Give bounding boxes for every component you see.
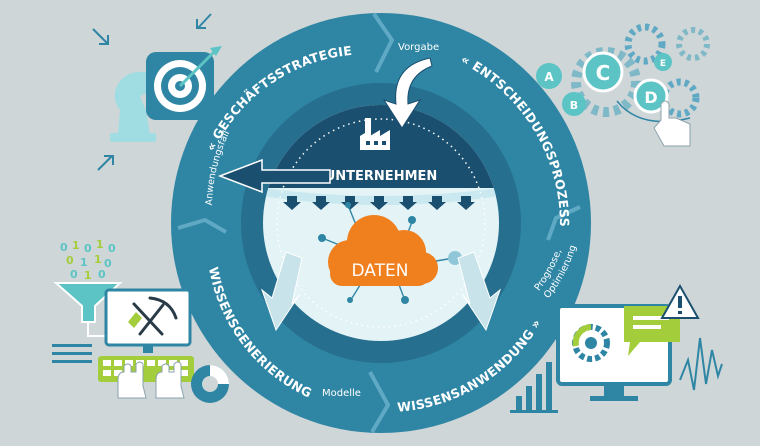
binary-digit: 0 (60, 241, 68, 254)
cloud-label: DATEN (352, 261, 409, 281)
binary-digit: 0 (84, 242, 92, 255)
monitor-icon (104, 288, 192, 353)
left-output-arrow (217, 158, 331, 194)
chess-knight-icon (110, 71, 156, 142)
funnel-icon (53, 282, 123, 323)
outflow-arrow-left (260, 251, 303, 332)
strategy-illustration (92, 13, 222, 171)
center-title: UNTERNEHMEN (325, 169, 438, 184)
gear-letter-c-badge (582, 51, 624, 93)
binary-digits: 0 1 0 1 0 0 1 1 0 0 1 0 (60, 238, 116, 282)
outflow-arrow-right (457, 251, 502, 332)
target-icon (146, 46, 222, 120)
gear-letter-c: C (596, 61, 611, 85)
decision-note: Vorgabe (398, 42, 439, 53)
binary-digit: 1 (80, 256, 88, 269)
gear-letter-e-badge (654, 53, 672, 71)
decision-gears-illustration: A B C D E (536, 23, 710, 147)
binary-digit: 1 (96, 238, 104, 251)
shovel-pick-icon (132, 296, 178, 336)
warning-icon (660, 283, 700, 319)
gear-icon (571, 47, 641, 117)
knowledge-generation-illustration: 0 1 0 1 0 0 1 1 0 0 1 0 (52, 238, 229, 403)
vorgabe-arrow (382, 57, 433, 129)
bar-chart-icon (510, 362, 558, 413)
inner-dotted-border (276, 118, 486, 328)
gear-letter-d: D (644, 88, 657, 107)
binary-digit: 0 (104, 257, 112, 270)
pie-chart-icon (191, 365, 229, 403)
typing-hands-icon (117, 361, 185, 399)
pointing-hand-icon (653, 100, 691, 147)
binary-digit: 0 (98, 268, 106, 281)
gear-letter-b-badge (562, 92, 586, 116)
binary-digit: 1 (84, 269, 92, 282)
binary-digit: 0 (70, 268, 78, 281)
arrow-icon-top-left (92, 13, 212, 171)
gear-letter-a: A (544, 70, 554, 84)
gear-letter-d-badge (633, 78, 669, 114)
factory-icon (360, 118, 390, 150)
gear-letter-b: B (570, 99, 578, 112)
segment-separators (177, 12, 581, 434)
gear-letter-e: E (660, 59, 666, 69)
binary-digit: 0 (66, 254, 74, 267)
binary-digit: 0 (108, 242, 116, 255)
data-cloud (328, 215, 438, 286)
signal-wave-icon (679, 337, 723, 391)
generation-note: Modelle (322, 388, 361, 399)
knowledge-application-illustration (510, 283, 723, 413)
binary-digit: 1 (94, 253, 102, 266)
data-lines-icon (52, 344, 92, 363)
gear-letter-a-badge (536, 63, 562, 89)
binary-digit: 1 (72, 239, 80, 252)
